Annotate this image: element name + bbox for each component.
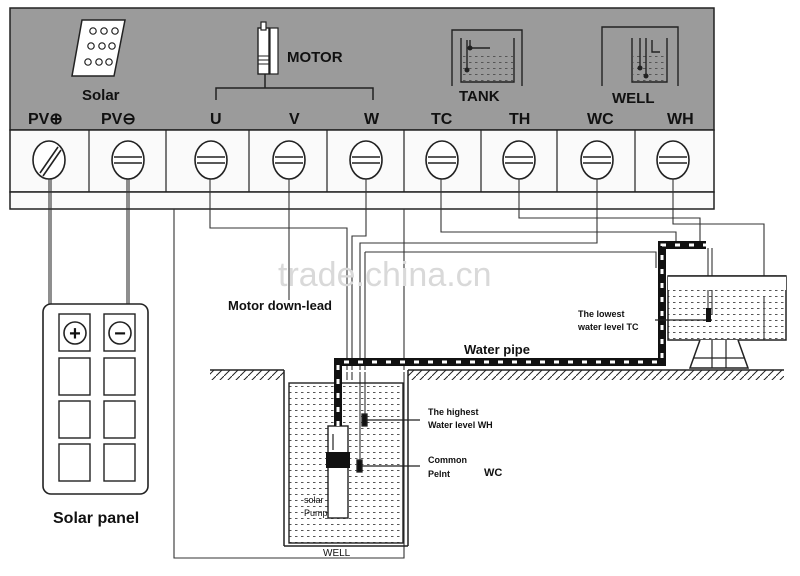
terminal-label-w: W bbox=[364, 111, 380, 128]
terminal-screw-w bbox=[349, 140, 383, 180]
section-label-tank: TANK bbox=[459, 88, 500, 105]
ground-surface bbox=[210, 369, 784, 380]
terminal-label-pv-minus: PV⊖ bbox=[101, 111, 136, 128]
terminal-label-pv-plus: PV⊕ bbox=[28, 111, 63, 128]
well-sensors bbox=[356, 413, 420, 473]
motor-down-lead-label: Motor down-lead bbox=[228, 298, 332, 313]
solar-pump bbox=[326, 425, 350, 519]
terminal-label-wh: WH bbox=[667, 111, 694, 128]
well-icon bbox=[601, 26, 679, 86]
terminal-label-v: V bbox=[289, 111, 300, 128]
terminal-label-wc: WC bbox=[587, 111, 614, 128]
terminal-screw-pv-minus bbox=[111, 140, 145, 180]
solar-module-icon bbox=[71, 19, 126, 77]
panel-minus-terminal-icon bbox=[108, 321, 132, 345]
pump-label-line2: Pump bbox=[304, 508, 328, 518]
terminal-label-u: U bbox=[210, 111, 222, 128]
highest-level-label-line1: The highest bbox=[428, 407, 479, 417]
wires bbox=[48, 179, 765, 559]
terminal-screw-wc bbox=[580, 140, 614, 180]
water-pipe bbox=[334, 241, 706, 426]
well-label: WELL bbox=[323, 548, 351, 559]
pump-label-line1: solar bbox=[304, 495, 324, 505]
solar-panel bbox=[42, 303, 149, 495]
solar-panel-label: Solar panel bbox=[53, 510, 139, 527]
common-point-label-line2: Pelnt bbox=[428, 469, 450, 479]
section-label-well: WELL bbox=[612, 90, 655, 107]
panel-plus-terminal-icon bbox=[63, 321, 87, 345]
motor-icon bbox=[215, 21, 374, 100]
highest-level-label-line2: Water level WH bbox=[428, 420, 493, 430]
terminal-label-tc: TC bbox=[431, 111, 453, 128]
terminal-screw-th bbox=[502, 140, 536, 180]
common-point-wc-label: WC bbox=[484, 467, 502, 479]
terminal-screw-tc bbox=[425, 140, 459, 180]
lowest-level-label-line2: water level TC bbox=[577, 322, 639, 332]
terminal-screw-v bbox=[272, 140, 306, 180]
terminal-label-th: TH bbox=[509, 111, 530, 128]
water-tank bbox=[655, 275, 787, 369]
terminal-screws bbox=[32, 140, 690, 180]
panel-plus-symbol: + bbox=[69, 323, 81, 345]
terminal-screw-wh bbox=[656, 140, 690, 180]
tank-icon bbox=[451, 29, 523, 86]
section-label-motor: MOTOR bbox=[287, 49, 343, 66]
terminal-screw-u bbox=[194, 140, 228, 180]
section-label-solar: Solar bbox=[82, 87, 120, 104]
lowest-level-label-line1: The lowest bbox=[578, 309, 625, 319]
common-point-label-line1: Common bbox=[428, 455, 467, 465]
watermark: trade.china.cn bbox=[278, 256, 492, 294]
water-pipe-label: Water pipe bbox=[464, 342, 530, 357]
panel-minus-symbol: − bbox=[114, 323, 126, 345]
